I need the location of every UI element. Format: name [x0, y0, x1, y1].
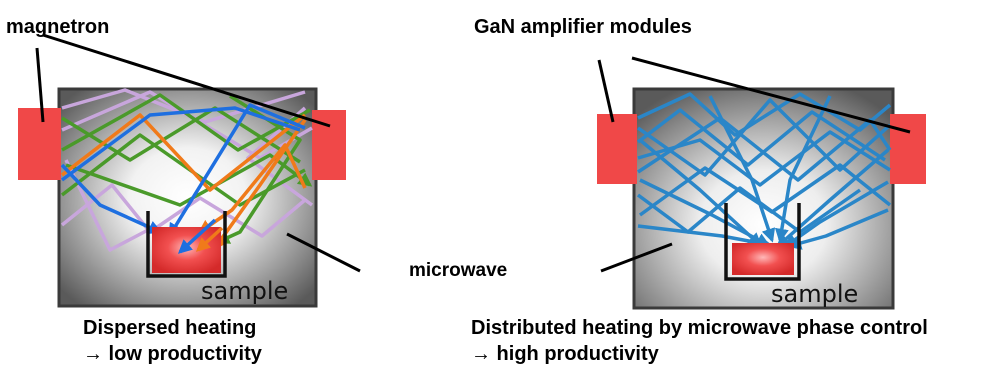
microwave-callout-right	[600, 242, 673, 273]
microwave-label: microwave	[409, 260, 508, 281]
right-caption-title: Distributed heating by microwave phase c…	[471, 317, 928, 339]
right-phase-controlled-rays	[636, 92, 892, 250]
right-panel: sample	[597, 87, 926, 310]
right-gan-module-left	[597, 114, 637, 184]
magnetron-callout-right	[42, 33, 331, 128]
gan-callout-left	[597, 59, 615, 123]
right-sample-label: sample	[771, 280, 858, 308]
left-sample	[152, 227, 221, 273]
microwave-callout-left	[286, 232, 361, 273]
right-sample	[732, 243, 794, 275]
left-caption-result: → low productivity	[83, 343, 262, 365]
left-blue-rays	[60, 103, 306, 238]
left-caption-title: Dispersed heating	[83, 317, 257, 339]
right-chamber	[632, 87, 895, 310]
right-gan-module-right	[890, 114, 926, 184]
right-caption-result: → high productivity	[471, 343, 659, 365]
magnetron-label: magnetron	[6, 16, 110, 38]
gan-amplifier-label: GaN amplifier modules	[474, 16, 692, 38]
left-magnetron-left	[18, 108, 61, 180]
left-sample-label: sample	[201, 277, 288, 305]
left-sample-container	[146, 211, 227, 278]
gan-callout-right	[631, 56, 911, 134]
magnetron-callout-left	[35, 47, 45, 123]
left-panel: sample	[18, 87, 346, 308]
right-sample-container	[724, 203, 801, 281]
callout-lines	[35, 33, 911, 273]
left-orange-rays	[60, 113, 307, 251]
